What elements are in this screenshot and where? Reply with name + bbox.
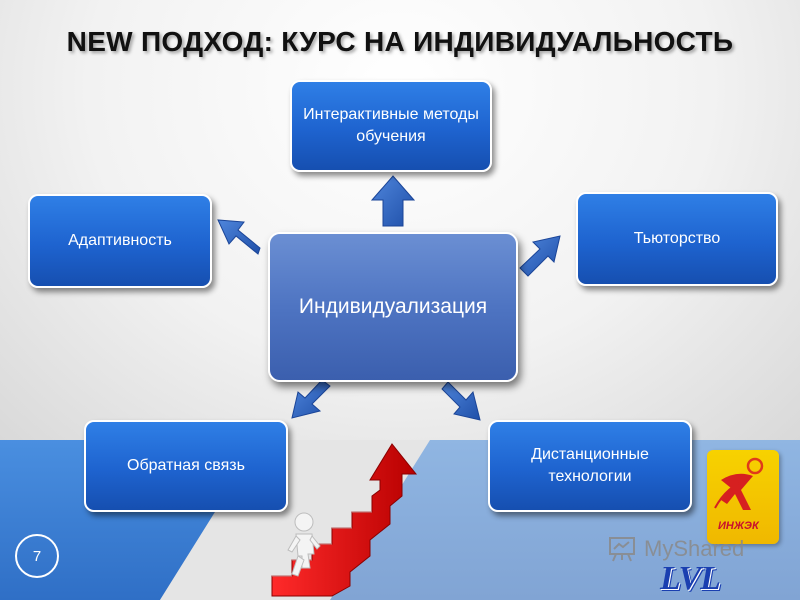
arrow-down-right — [441, 381, 481, 421]
node-distance-technologies-label: Дистанционные технологии — [531, 446, 649, 485]
myshared-watermark: MyShared — [608, 536, 744, 562]
arrow-up-left — [217, 219, 261, 255]
node-feedback: Обратная связь — [84, 420, 288, 512]
node-tutoring-label: Тьюторство — [633, 230, 721, 248]
lvl-logo: LVL — [660, 560, 721, 597]
stairs-illustration — [271, 443, 418, 597]
arrow-up — [370, 175, 416, 227]
node-interactive-methods: Интерактивные методы обучения — [290, 80, 492, 172]
node-adaptivity-label: Адаптивность — [68, 232, 172, 250]
inzhek-logo — [707, 450, 779, 544]
person-figure — [287, 512, 321, 577]
arrow-up-right — [519, 235, 561, 277]
node-individualization-label: Индивидуализация — [298, 295, 488, 318]
node-individualization: Индивидуализация — [268, 232, 518, 382]
node-interactive-methods-label: Интерактивные методы обучения — [303, 106, 479, 145]
inzhek-logo-figure-icon — [714, 457, 764, 510]
node-distance-technologies: Дистанционные технологии — [488, 420, 692, 512]
node-tutoring: Тьюторство — [576, 192, 778, 286]
arrow-down-left — [291, 379, 331, 419]
inzhek-logo-label: ИНЖЭК — [718, 520, 759, 532]
myshared-watermark-text: MyShared — [644, 536, 745, 561]
presentation-board-icon — [609, 537, 635, 562]
node-adaptivity: Адаптивность — [28, 194, 212, 288]
slide-title: NEW ПОДХОД: КУРС НА ИНДИВИДУАЛЬНОСТЬ — [66, 26, 734, 57]
node-feedback-label: Обратная связь — [127, 457, 245, 475]
page-number: 7 — [15, 534, 59, 578]
